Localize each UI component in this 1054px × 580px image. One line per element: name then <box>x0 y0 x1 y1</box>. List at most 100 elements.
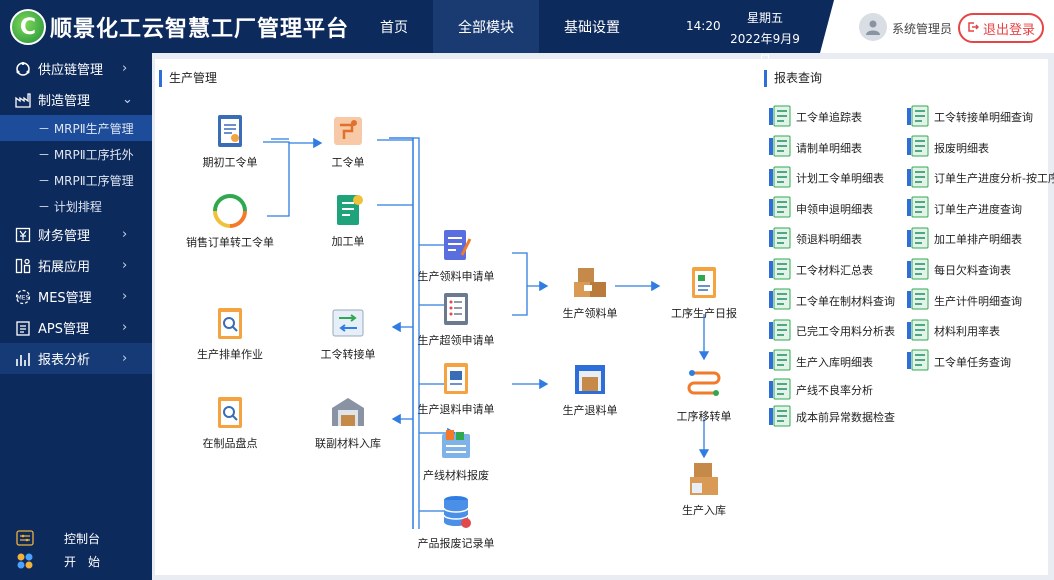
checklist-icon <box>337 195 363 225</box>
flow-node-material-request[interactable]: 生产领料申请单 <box>406 225 506 284</box>
flow-node-production-receipt[interactable]: 生产入库 <box>654 459 754 518</box>
report-table-icon <box>906 135 934 160</box>
sidebar-item-mes[interactable]: MES MES管理 › <box>0 281 152 312</box>
report-item-right-6[interactable]: 生产计件明细查询 <box>906 288 1022 312</box>
report-table-icon <box>906 227 934 252</box>
warehouse-icon <box>332 398 364 426</box>
sidebar-item-supply-chain[interactable]: 供应链管理 › <box>0 53 152 84</box>
flow-node-processing-order[interactable]: 加工单 <box>298 190 398 249</box>
production-section-title: 生产管理 <box>159 70 217 87</box>
aps-icon <box>14 319 32 337</box>
sidebar-item-manufacturing[interactable]: 制造管理 ⌄ <box>0 84 152 115</box>
top-nav: 首页 全部模块 基础设置 <box>355 0 645 53</box>
route-icon <box>687 370 721 396</box>
reports-section-title: 报表查询 <box>764 70 822 87</box>
report-table-icon <box>906 258 934 283</box>
flow-node-label: 期初工令单 <box>202 156 258 169</box>
report-table-icon <box>768 288 796 313</box>
sidebar-item-finance[interactable]: 财务管理 › <box>0 219 152 250</box>
sidebar-sub-scheduling[interactable]: － 计划排程 <box>38 199 102 214</box>
report-item-left-10[interactable]: 成本前异常数据检查 <box>768 405 895 428</box>
clipboard-search-icon <box>218 397 242 428</box>
sidebar-item-extensions[interactable]: 拓展应用 › <box>0 250 152 281</box>
flow-node-label: 产品报废记录单 <box>417 537 495 550</box>
clock-weekday: 星期五 <box>746 11 783 25</box>
sidebar-item-reports[interactable]: 报表分析 › <box>0 343 152 374</box>
flow-node-scrap-record[interactable]: 产品报废记录单 <box>406 492 506 551</box>
sidebar-sub-mrp-production[interactable]: － MRPⅡ生产管理 <box>0 115 152 141</box>
chevron-right-icon: › <box>122 258 128 273</box>
console-label: 控制台 <box>64 531 101 546</box>
sidebar-item-label: 财务管理 <box>38 229 91 244</box>
console-button[interactable]: 控制台 <box>0 526 152 550</box>
sidebar-item-label: 拓展应用 <box>38 260 91 275</box>
report-item-right-1[interactable]: 报废明细表 <box>906 135 989 160</box>
user-avatar-icon[interactable] <box>859 13 887 41</box>
report-label: 领退料明细表 <box>796 233 862 247</box>
report-item-left-5[interactable]: 工令材料汇总表 <box>768 258 873 281</box>
report-table-icon <box>906 105 934 130</box>
flow-node-work-order[interactable]: 工令单 <box>298 111 398 170</box>
report-item-left-4[interactable]: 领退料明细表 <box>768 227 862 252</box>
flow-node-label: 产线材料报废 <box>423 469 489 482</box>
flow-node-sales-to-work-order[interactable]: 销售订单转工令单 <box>180 191 280 250</box>
flow-node-process-transfer[interactable]: 工序移转单 <box>654 365 754 424</box>
report-item-right-8[interactable]: 工令单任务查询 <box>906 349 1011 373</box>
flow-node-process-daily-report[interactable]: 工序生产日报 <box>654 262 754 321</box>
flow-node-label: 加工单 <box>331 235 365 248</box>
report-item-left-3[interactable]: 申领申退明细表 <box>768 196 873 221</box>
supply-chain-icon <box>14 60 32 78</box>
report-item-left-2[interactable]: 计划工令单明细表 <box>768 166 884 189</box>
flow-node-material-return[interactable]: 生产退料单 <box>540 359 640 418</box>
report-item-left-8[interactable]: 生产入库明细表 <box>768 349 873 373</box>
flow-node-excess-request[interactable]: 生产超领申请单 <box>406 289 506 348</box>
start-label: 开 始 <box>64 554 101 569</box>
report-table-icon <box>768 196 796 221</box>
report-item-left-1[interactable]: 请制单明细表 <box>768 135 862 160</box>
flow-node-label: 工令单 <box>331 156 365 169</box>
flow-node-label: 在制品盘点 <box>202 437 258 450</box>
nav-all-modules[interactable]: 全部模块 <box>433 0 539 53</box>
user-name[interactable]: 系统管理员 <box>892 22 953 36</box>
report-label: 工令材料汇总表 <box>796 264 873 277</box>
database-icon <box>443 496 471 528</box>
flow-node-material-issue[interactable]: 生产领料单 <box>540 262 640 321</box>
report-table-icon <box>768 135 796 160</box>
report-item-right-7[interactable]: 材料利用率表 <box>906 319 1000 342</box>
chevron-right-icon: › <box>122 351 128 366</box>
nav-basic-settings[interactable]: 基础设置 <box>564 19 620 36</box>
scrap-bin-icon <box>442 430 470 458</box>
flow-node-label: 工序生产日报 <box>671 307 737 320</box>
sidebar-sub-mrp-outsource[interactable]: － MRPⅡ工序托外 <box>38 147 134 162</box>
report-item-right-4[interactable]: 加工单排产明细表 <box>906 227 1022 252</box>
report-item-left-0[interactable]: 工令单追踪表 <box>768 105 862 128</box>
report-item-right-2[interactable]: 订单生产进度分析-按工序 <box>906 166 1054 189</box>
report-item-left-6[interactable]: 工令单在制材料查询 <box>768 288 895 313</box>
flow-node-initial-work-order[interactable]: 期初工令单 <box>180 111 280 170</box>
report-item-right-5[interactable]: 每日欠料查询表 <box>906 258 1011 283</box>
report-label: 成本前异常数据检查 <box>796 411 895 424</box>
report-label: 产线不良率分析 <box>796 384 873 397</box>
report-item-left-9[interactable]: 产线不良率分析 <box>768 378 873 401</box>
sidebar-item-label: APS管理 <box>38 322 89 337</box>
flow-node-wip-inventory[interactable]: 在制品盘点 <box>180 392 280 451</box>
report-label: 加工单排产明细表 <box>934 233 1022 247</box>
report-table-icon <box>768 227 796 252</box>
flow-node-byproduct-receipt[interactable]: 联副材料入库 <box>298 392 398 451</box>
sidebar-item-aps[interactable]: APS管理 › <box>0 312 152 343</box>
flow-node-line-scrap[interactable]: 产线材料报废 <box>406 424 506 483</box>
report-item-right-0[interactable]: 工令转接单明细查询 <box>906 105 1033 130</box>
nav-home[interactable]: 首页 <box>380 19 408 36</box>
report-item-right-3[interactable]: 订单生产进度查询 <box>906 196 1022 220</box>
flow-node-return-request[interactable]: 生产退料申请单 <box>406 358 506 417</box>
flow-node-label: 工令转接单 <box>320 348 376 361</box>
flow-node-label: 生产入库 <box>682 504 726 517</box>
logout-button[interactable]: 退出登录 <box>958 13 1044 43</box>
report-item-left-7[interactable]: 已完工令用料分析表 <box>768 319 895 342</box>
flow-node-production-scheduling[interactable]: 生产排单作业 <box>180 303 280 362</box>
storage-unit-icon <box>575 365 605 394</box>
report-label: 订单生产进度查询 <box>934 202 1022 216</box>
flow-node-work-order-transfer[interactable]: 工令转接单 <box>298 303 398 362</box>
sidebar-sub-mrp-process[interactable]: － MRPⅡ工序管理 <box>38 173 134 188</box>
start-button[interactable]: 开 始 <box>0 549 152 573</box>
